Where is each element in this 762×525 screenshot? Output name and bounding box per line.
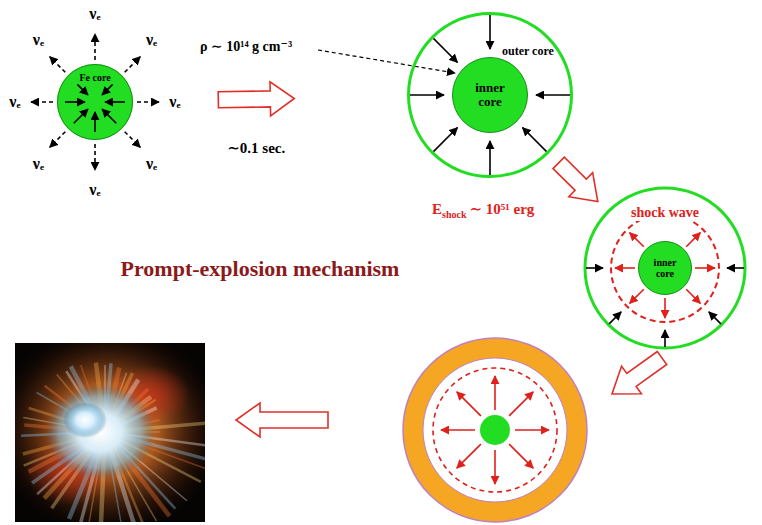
infall-arrow xyxy=(586,267,603,269)
neutrino-label: νₑ xyxy=(33,32,44,48)
outflow-arrow xyxy=(509,392,533,416)
stage-arrow xyxy=(236,403,328,437)
remnant-core xyxy=(480,415,510,445)
infall-arrow xyxy=(664,330,666,347)
infall-arrow xyxy=(105,101,125,103)
neutrino-label: νₑ xyxy=(169,94,180,110)
shock-energy-part: E xyxy=(432,201,442,218)
fe-core-fill xyxy=(57,64,133,140)
neutrino-arrow xyxy=(125,132,141,148)
infall-arrow xyxy=(433,38,457,62)
infall-arrow xyxy=(102,84,113,95)
infall-arrow xyxy=(94,112,96,132)
outflow-arrow xyxy=(457,392,481,416)
neutrino-arrow xyxy=(125,57,141,73)
rays xyxy=(21,363,205,522)
leader-line xyxy=(318,50,455,73)
stage-arrow xyxy=(553,157,598,201)
neutrino-arrow xyxy=(50,57,66,73)
outflow-arrow xyxy=(494,450,496,484)
stage-arrow xyxy=(612,352,667,394)
outflow-arrow xyxy=(494,376,496,410)
node-text: inner core xyxy=(650,258,680,279)
outflow-arrow xyxy=(664,298,666,318)
infall-arrow xyxy=(65,101,85,103)
infall-arrow xyxy=(433,128,457,152)
outflow-arrow xyxy=(686,289,700,303)
infall-arrow xyxy=(74,109,88,123)
neutrino-label: νₑ xyxy=(146,156,157,172)
outflow-arrow xyxy=(457,444,481,468)
infall-arrow xyxy=(77,84,88,95)
outflow-arrow xyxy=(441,429,475,431)
infall-arrow xyxy=(523,128,547,152)
infall-arrow xyxy=(727,267,744,269)
outflow-arrow xyxy=(509,444,533,468)
neutrino-arrow xyxy=(31,101,53,103)
neutrino-label: νₑ xyxy=(9,94,20,110)
bright-core xyxy=(45,384,155,480)
outflow-arrow xyxy=(686,233,700,247)
shock-energy-part: ∼ 10⁵¹ erg xyxy=(469,200,534,218)
outflow-arrow xyxy=(630,289,644,303)
neutrino-label: νₑ xyxy=(33,156,44,172)
neutrino-label: νₑ xyxy=(146,32,157,48)
neutrino-label: νₑ xyxy=(89,182,100,198)
outflow-arrow xyxy=(630,233,644,247)
shock-front xyxy=(433,368,557,492)
neutrino-label: νₑ xyxy=(89,6,100,22)
supernova-image xyxy=(15,343,205,522)
inner-core: inner core xyxy=(638,241,692,295)
outer-core-outline xyxy=(585,188,745,348)
shock-wave: shock waveinner core xyxy=(610,213,720,323)
infall-arrow xyxy=(536,94,570,96)
infall-arrow xyxy=(489,15,491,49)
edge-label: ∼0.1 sec. xyxy=(227,139,285,157)
glow xyxy=(15,343,205,522)
infall-arrow xyxy=(609,312,621,324)
stage-arrow xyxy=(218,82,294,116)
bright-core xyxy=(63,402,107,438)
fe-core: Fe core xyxy=(57,64,133,140)
outflow-arrow xyxy=(615,267,635,269)
outflow-arrow xyxy=(695,267,715,269)
inner-core: inner core xyxy=(452,57,528,133)
infall-arrow xyxy=(102,109,116,123)
infall-arrow xyxy=(709,312,721,324)
neutrino-arrow xyxy=(94,34,96,60)
node-text: inner core xyxy=(470,81,510,108)
envelope-inner-edge xyxy=(423,358,567,502)
neutrino-arrow xyxy=(94,144,96,170)
arrows xyxy=(31,15,744,484)
node-text: outer core xyxy=(502,44,554,59)
outer-core: outer core inner core xyxy=(407,12,573,178)
node-text: Fe core xyxy=(58,72,132,83)
infall-arrow xyxy=(489,141,491,175)
density-label: ρ ∼ 10¹⁴ g cm⁻³ xyxy=(200,38,292,55)
ejected-envelope xyxy=(403,338,587,522)
title: Prompt-explosion mechanism xyxy=(60,256,460,282)
neutrino-arrow xyxy=(137,101,159,103)
node-text: shock wave xyxy=(628,205,702,221)
shock-energy-label: Eshock∼ 10⁵¹ erg xyxy=(432,200,534,218)
neutrino-arrow xyxy=(50,132,66,148)
shock-energy-part: shock xyxy=(442,209,466,220)
infall-arrow xyxy=(410,94,444,96)
outflow-arrow xyxy=(515,429,549,431)
